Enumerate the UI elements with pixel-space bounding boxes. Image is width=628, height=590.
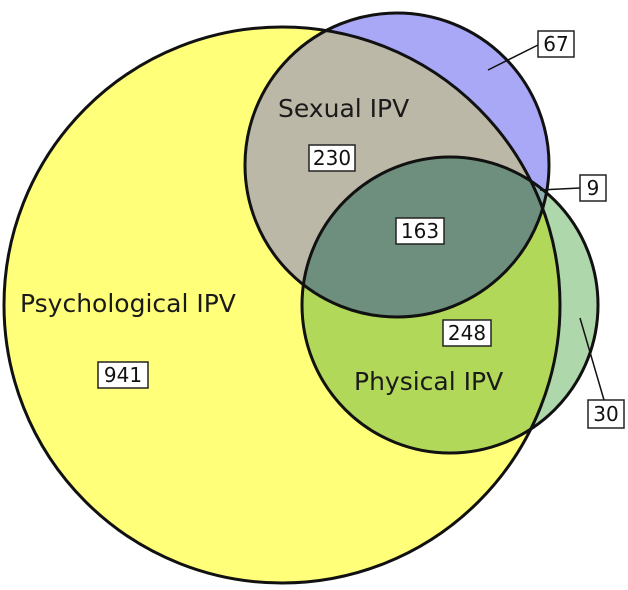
- count-box-sexual-physical: [579, 174, 607, 202]
- label-psychological: Psychological IPV: [20, 289, 236, 318]
- count-box-psych-sexual: [308, 144, 356, 172]
- count-psych-only: 941: [104, 363, 142, 387]
- count-psych-physical: 248: [448, 321, 486, 345]
- leader-line-sexual-physical: [539, 187, 581, 191]
- outline-psychological: [2, 25, 562, 585]
- outline-sexual: [243, 11, 551, 319]
- overlap-all-three: [302, 157, 549, 317]
- leader-line-sexual-only: [487, 44, 539, 71]
- count-box-psych-only: [97, 361, 149, 389]
- count-box-physical-only: [587, 399, 625, 429]
- count-sexual-physical: 9: [587, 176, 600, 200]
- label-sexual: Sexual IPV: [278, 94, 409, 123]
- count-psych-sexual: 230: [313, 146, 351, 170]
- count-all-three: 163: [401, 219, 439, 243]
- count-box-psych-physical: [442, 319, 492, 347]
- leader-line-physical-only: [579, 317, 605, 401]
- label-physical: Physical IPV: [354, 367, 503, 396]
- count-physical-only: 30: [593, 402, 618, 426]
- count-sexual-only: 67: [543, 32, 568, 56]
- count-box-all-three: [395, 217, 445, 245]
- outline-physical: [300, 155, 600, 455]
- count-box-sexual-only: [537, 30, 575, 58]
